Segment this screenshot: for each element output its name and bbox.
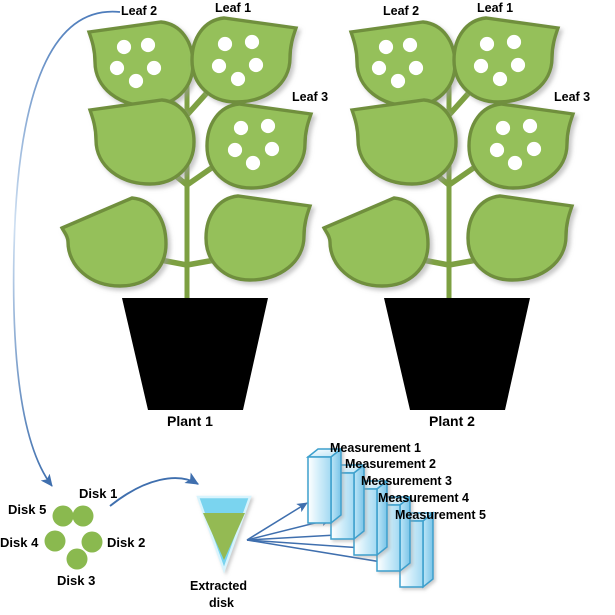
arrow-to-measurement-5	[246, 539, 401, 569]
extracted-disk-label-line1: Extracted	[190, 579, 247, 593]
plant-to-disk-arrow	[12, 10, 121, 487]
extracted-disk	[196, 495, 252, 574]
measurement-4-label: Measurement 4	[378, 491, 469, 505]
plant-1: Leaf 2 Leaf 1	[60, 1, 328, 429]
plant-1-leaf-bottom-left	[60, 196, 168, 288]
plant-2-leaf-1-disk-marks	[473, 34, 526, 87]
plant-2: Leaf 2 Leaf 1 Leaf 3	[322, 1, 590, 429]
plant-2-leaf-bottom-right	[466, 194, 574, 282]
plant-1-label: Plant 1	[167, 413, 213, 429]
disk-5-label: Disk 5	[8, 502, 46, 517]
plant-2-leaf-3-disk-marks	[489, 118, 542, 171]
plant-2-label: Plant 2	[429, 413, 475, 429]
cuvette-2	[328, 463, 367, 541]
measurement-1-label: Measurement 1	[330, 441, 421, 455]
disk-1-label: Disk 1	[79, 486, 117, 501]
plant-2-leaf-3	[467, 102, 575, 190]
plant-2-leaf-2-disk-marks	[371, 37, 424, 89]
plant-1-leaf-3-disk-marks	[227, 118, 280, 171]
disk-3-label: Disk 3	[57, 573, 95, 588]
disk-3-dot	[66, 548, 88, 570]
plant-1-leaf-2	[87, 20, 195, 108]
disk-4-dot	[44, 530, 66, 552]
measurement-5-label: Measurement 5	[395, 508, 486, 522]
disk-to-funnel-arrow	[109, 472, 199, 507]
plant-2-leaf-middle-left	[350, 98, 458, 186]
measurement-2-label: Measurement 2	[345, 457, 436, 471]
disk-5-dot	[52, 505, 74, 527]
plant-1-leaf-1	[190, 16, 298, 104]
plant-2-leaf-1	[452, 16, 560, 104]
disk-2-label: Disk 2	[107, 535, 145, 550]
disk-cluster: Disk 1 Disk 2 Disk 3 Disk 4 Disk 5	[0, 486, 145, 588]
measurement-labels: Measurement 1 Measurement 2 Measurement …	[330, 441, 486, 522]
plant-1-leaf-bottom-right	[204, 194, 312, 282]
disk-4-label: Disk 4	[0, 535, 39, 550]
plant-1-leaf-3	[205, 102, 313, 190]
plant-1-pot	[122, 298, 268, 410]
plant-1-leaf-middle-left	[88, 98, 196, 186]
plant-1-leaf-1-disk-marks	[211, 34, 264, 87]
plant-2-leaf-bottom-left	[322, 196, 430, 288]
plant-1-leaf-2-label: Leaf 2	[121, 4, 157, 18]
plant-2-leaf-2-label: Leaf 2	[383, 4, 419, 18]
arrow-to-measurement-1	[246, 502, 308, 541]
measurement-3-label: Measurement 3	[361, 474, 452, 488]
plant-2-pot	[384, 298, 530, 410]
plant-2-leaf-2	[349, 20, 457, 108]
plant-2-leaf-1-label: Leaf 1	[477, 1, 513, 15]
cuvette-1	[305, 447, 344, 525]
disk-1-dot	[72, 505, 94, 527]
extracted-disk-label-line2: disk	[209, 596, 234, 610]
disk-2-dot	[81, 531, 103, 553]
plant-1-leaf-3-label: Leaf 3	[292, 90, 328, 104]
plant-1-leaf-2-disk-marks	[109, 37, 162, 89]
plant-2-leaf-3-label: Leaf 3	[554, 90, 590, 104]
plant-1-leaf-1-label: Leaf 1	[215, 1, 251, 15]
